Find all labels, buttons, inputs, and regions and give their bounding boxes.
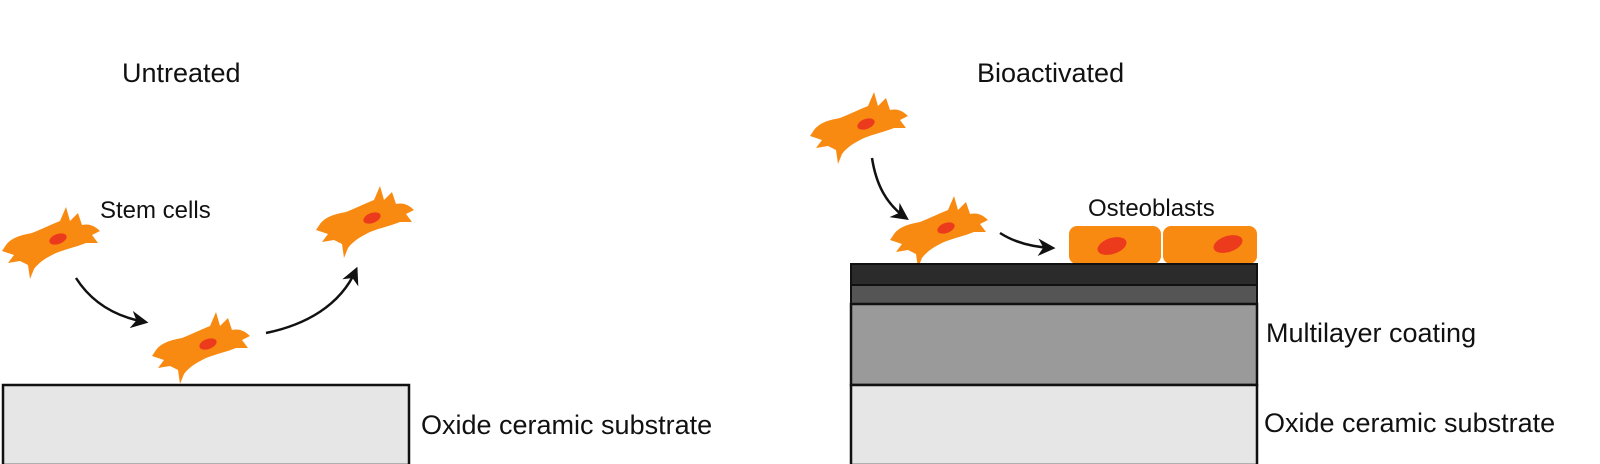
arrow-differentiate-icon	[999, 231, 1056, 257]
arrow-down-icon	[870, 157, 909, 221]
stem-cell-detached	[316, 186, 414, 258]
stem-cell-left	[2, 207, 100, 279]
coating-top-layer	[850, 263, 1258, 286]
untreated-substrate	[1, 383, 411, 464]
untreated-title: Untreated	[122, 58, 241, 88]
bioactivated-title: Bioactivated	[977, 58, 1124, 88]
osteoblasts-label: Osteoblasts	[1088, 195, 1215, 222]
osteoblast-1	[1069, 226, 1161, 264]
arrow-to-surface-icon	[74, 277, 149, 329]
stem-cell-attached	[152, 312, 250, 384]
osteoblast-2	[1163, 226, 1257, 264]
stem-cell-top	[810, 92, 908, 164]
bioactivated-substrate-label: Oxide ceramic substrate	[1264, 408, 1555, 438]
arrow-away-icon	[265, 266, 359, 335]
multilayer-coating	[849, 302, 1259, 387]
bioactivated-substrate	[849, 383, 1259, 464]
untreated-substrate-label: Oxide ceramic substrate	[421, 410, 712, 440]
stem-cells-label: Stem cells	[100, 197, 211, 224]
coating-label: Multilayer coating	[1266, 318, 1476, 348]
coating-middle-layer	[850, 284, 1258, 305]
stem-cell-on-coating	[890, 196, 988, 268]
